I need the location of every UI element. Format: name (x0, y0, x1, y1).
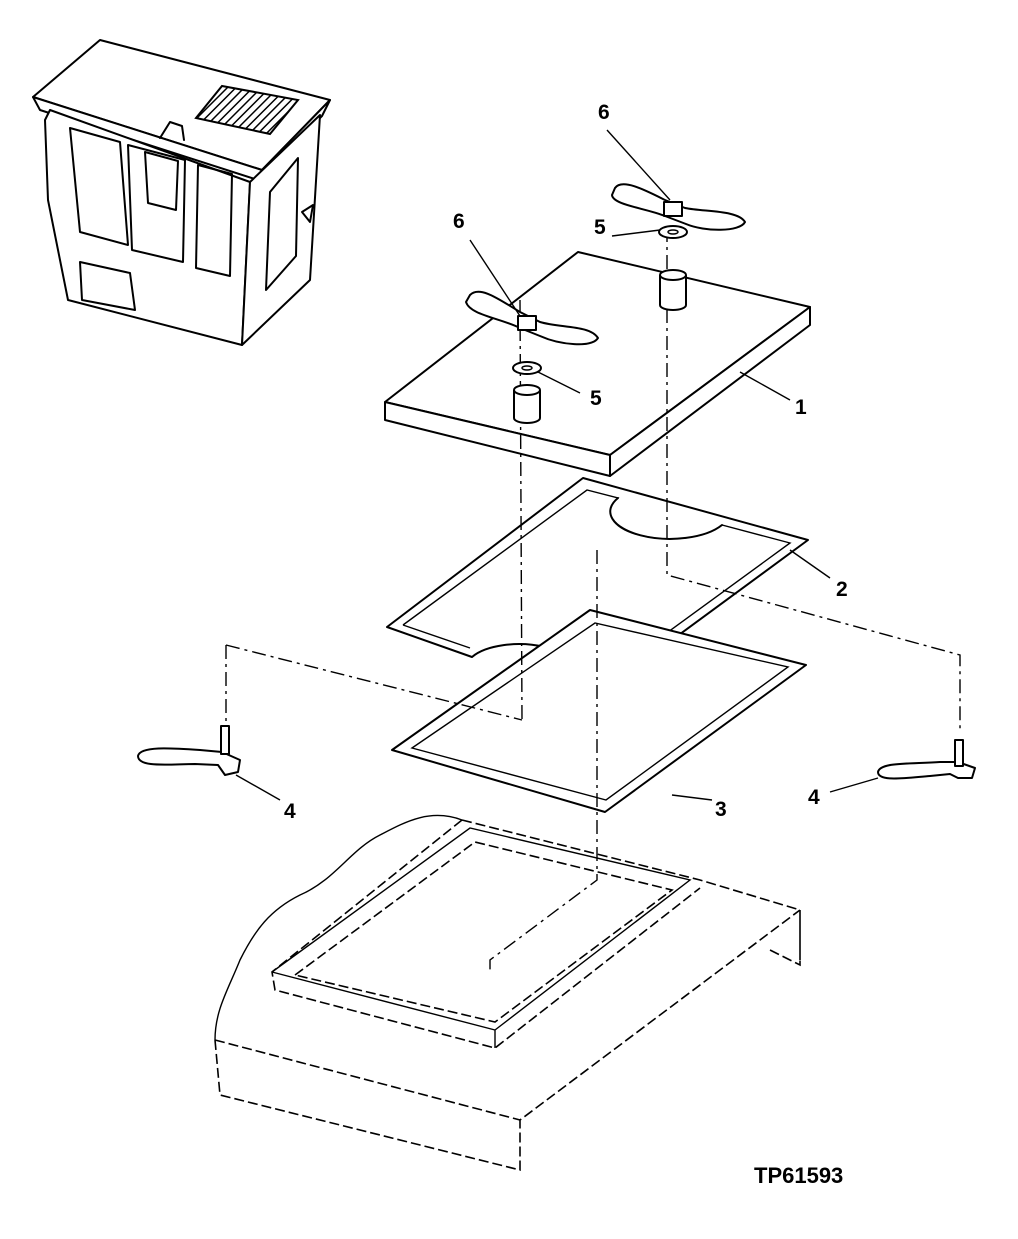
figure-id: TP61593 (754, 1163, 843, 1188)
callout-3: 3 (715, 798, 727, 821)
washer-right (658, 225, 688, 239)
cab-locator-view (32, 39, 331, 346)
callout-1: 1 (795, 396, 807, 419)
spacer-right (659, 269, 687, 311)
wing-nut-right (611, 183, 746, 231)
part-1-cover (384, 251, 811, 477)
leader-lines (235, 129, 879, 801)
callout-2: 2 (836, 578, 848, 601)
callout-4-right: 4 (808, 786, 820, 809)
callout-6-right: 6 (598, 101, 610, 124)
callout-4-left: 4 (284, 800, 296, 823)
wing-bolt-right (877, 739, 976, 780)
callout-5-left: 5 (590, 387, 602, 410)
roof-vent (194, 84, 300, 136)
spacer-left (513, 384, 541, 424)
wing-bolt-left (137, 725, 241, 776)
wing-nut-left (465, 290, 599, 346)
alignment-lines (225, 228, 961, 970)
callout-5-right: 5 (594, 216, 606, 239)
washer-left (512, 361, 542, 375)
part-3-gasket (391, 609, 807, 813)
mounting-base (214, 814, 801, 1172)
callout-6-left: 6 (453, 210, 465, 233)
